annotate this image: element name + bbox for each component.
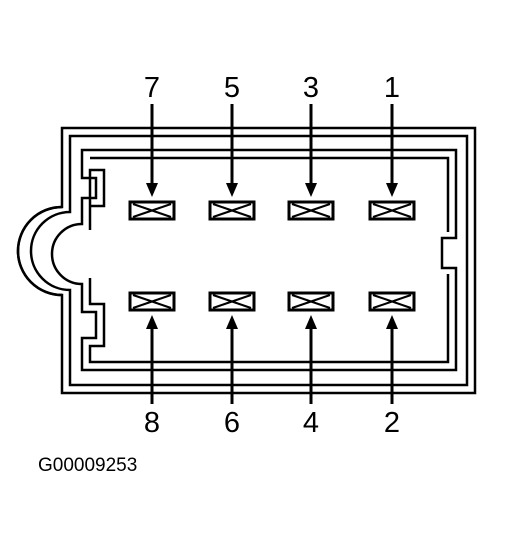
terminal-box: [128, 200, 176, 221]
terminal-cross-line: [132, 203, 172, 218]
cavity-inner-line: [88, 156, 450, 364]
latch-notch-arc: [16, 205, 63, 297]
pin-3: [287, 104, 335, 221]
pin-label-7: 7: [144, 72, 160, 104]
terminal-box: [208, 291, 256, 312]
terminal-box: [128, 291, 176, 312]
pin-7: [128, 104, 176, 221]
pin-label-6: 6: [224, 407, 240, 439]
pin-label-3: 3: [303, 72, 319, 104]
pin-4: [287, 291, 335, 404]
arrow-head: [146, 315, 158, 329]
pin-label-2: 2: [384, 407, 400, 439]
terminal-pins: [128, 104, 416, 404]
terminal-cross-line: [291, 294, 331, 309]
terminal-cross-line: [372, 203, 412, 218]
housing-inner-outline: [29, 134, 469, 387]
pin-label-5: 5: [224, 72, 240, 104]
arrow-head: [305, 183, 317, 197]
housing-outer-outline: [16, 126, 477, 395]
terminal-box: [368, 291, 416, 312]
pin-5: [208, 104, 256, 221]
pin-1: [368, 104, 416, 221]
pin-label-4: 4: [303, 407, 319, 439]
terminal-cross-line: [132, 294, 172, 309]
pin-2: [368, 291, 416, 404]
arrow-head: [226, 183, 238, 197]
arrow-head: [226, 315, 238, 329]
pin-label-8: 8: [144, 407, 160, 439]
terminal-box: [368, 200, 416, 221]
terminal-box: [208, 200, 256, 221]
connector-housing: [16, 126, 477, 395]
terminal-cross-line: [212, 294, 252, 309]
pin-6: [208, 291, 256, 404]
terminal-cross-line: [291, 203, 331, 218]
arrow-head: [386, 315, 398, 329]
pin-8: [128, 291, 176, 404]
cavity-outline: [50, 148, 458, 372]
terminal-box: [287, 200, 335, 221]
arrow-head: [305, 315, 317, 329]
arrow-head: [386, 183, 398, 197]
terminal-box: [287, 291, 335, 312]
figure-id: G00009253: [38, 455, 137, 476]
pin-labels: 7 5 3 1 8 6 4 2: [144, 72, 400, 439]
terminal-cross-line: [212, 203, 252, 218]
terminal-cross-line: [372, 294, 412, 309]
arrow-head: [146, 183, 158, 197]
pin-label-1: 1: [384, 72, 400, 104]
